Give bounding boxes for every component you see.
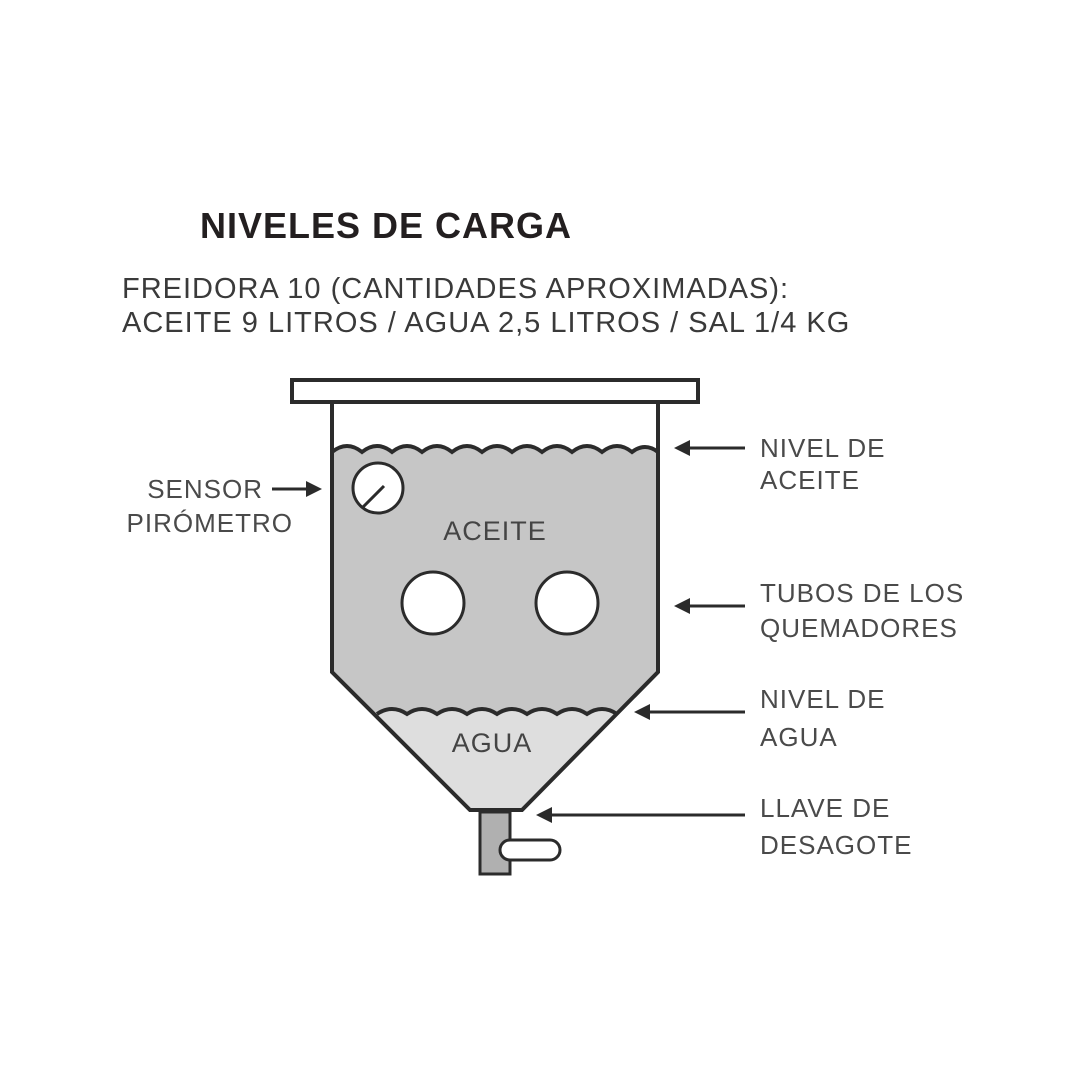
water-label: AGUA	[452, 728, 533, 758]
drain-valve-handle	[498, 838, 562, 862]
oil-level-line	[330, 444, 660, 455]
drain-valve-arrow	[536, 807, 745, 823]
oil-level-callout-line-2: ACEITE	[760, 465, 860, 495]
pyrometer-sensor-icon	[351, 461, 405, 515]
oil-level-callout-line-1: NIVEL DE	[760, 433, 886, 463]
fryer-lid	[290, 378, 700, 404]
sensor-arrow	[272, 481, 322, 497]
burner-tubes-callout-line-2: QUEMADORES	[760, 613, 958, 643]
water-level-callout-line-2: AGUA	[760, 722, 838, 752]
burner-tubes-arrow	[674, 598, 745, 614]
drain-valve-callout-line-1: LLAVE DE	[760, 793, 890, 823]
water-region	[377, 709, 617, 810]
burner-tube-left	[400, 570, 466, 636]
water-level-line	[375, 707, 619, 717]
diagram-title: NIVELES DE CARGA	[200, 205, 572, 246]
drain-pipe	[478, 810, 512, 876]
burner-tubes-callout-line-1: TUBOS DE LOS	[760, 578, 964, 608]
burner-tube-right	[534, 570, 600, 636]
water-level-callout-line-1: NIVEL DE	[760, 684, 886, 714]
water-level-arrow	[634, 704, 745, 720]
fryer-tank-outline	[330, 402, 660, 812]
subtitle-line-1: FREIDORA 10 (CANTIDADES APROXIMADAS):	[122, 273, 789, 305]
oil-level-arrow	[674, 440, 745, 456]
sensor-callout-line-2: PIRÓMETRO	[127, 508, 293, 538]
subtitle-line-2: ACEITE 9 LITROS / AGUA 2,5 LITROS / SAL …	[122, 307, 850, 339]
oil-label: ACEITE	[443, 516, 547, 546]
sensor-callout-line-1: SENSOR	[147, 474, 263, 504]
drain-valve-callout-line-2: DESAGOTE	[760, 830, 912, 860]
oil-region	[332, 446, 658, 714]
